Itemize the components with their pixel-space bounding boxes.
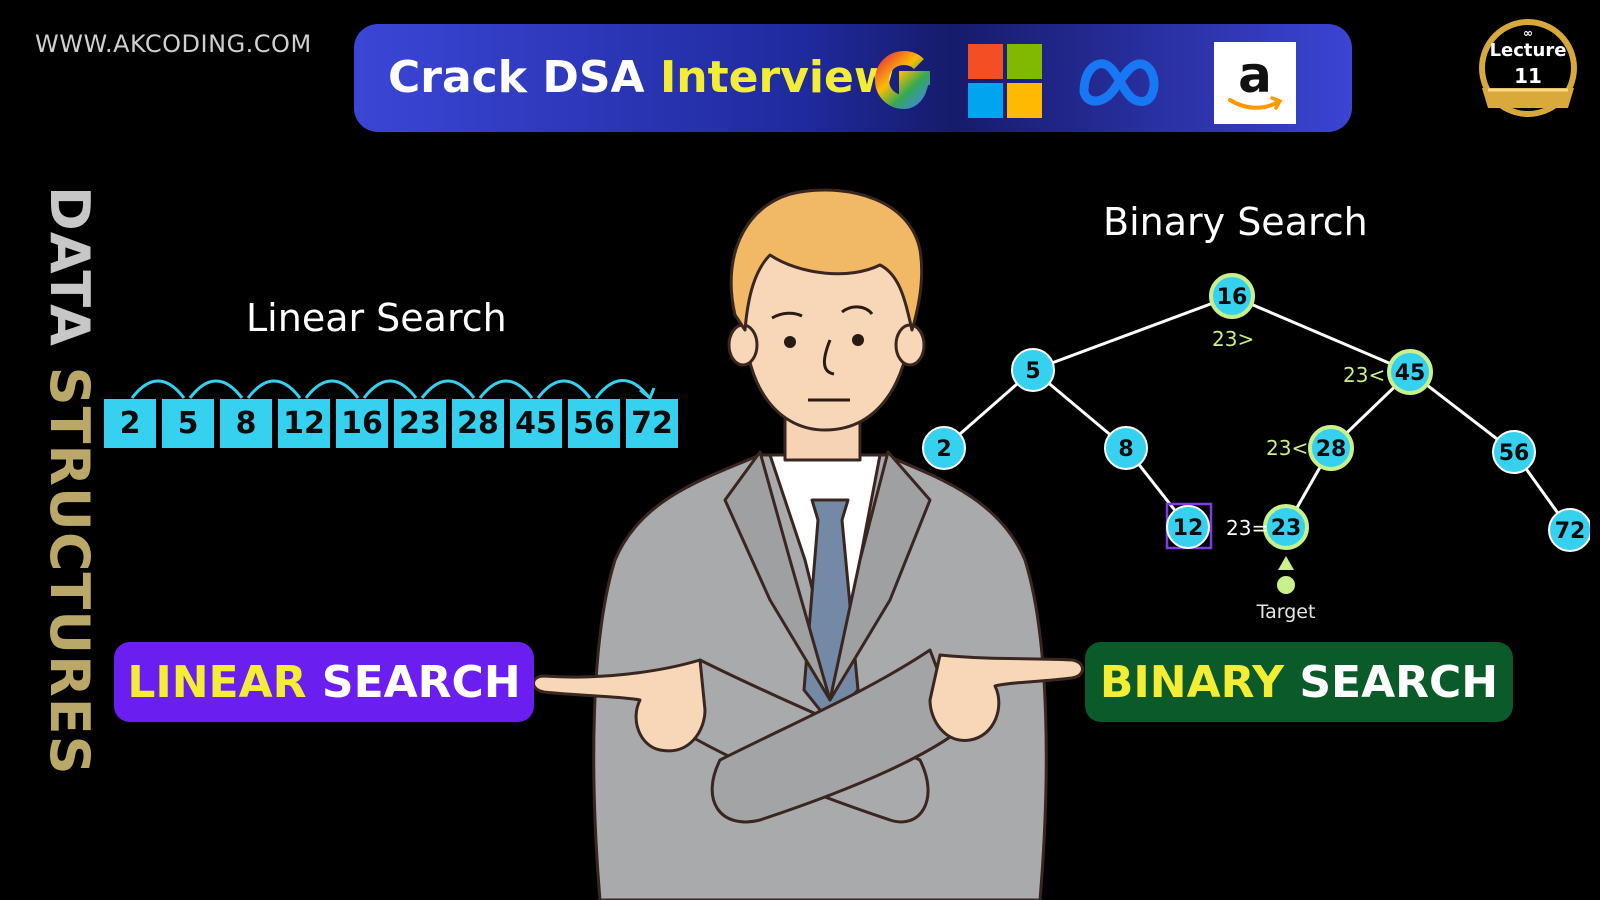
array-cell: 5	[162, 399, 214, 448]
arrow-head-icon	[639, 387, 656, 401]
badge-number: 11	[1514, 64, 1542, 88]
infinity-icon: ∞	[1523, 26, 1533, 40]
linear-button-word1: LINEAR	[127, 656, 307, 708]
svg-text:2: 2	[936, 437, 951, 462]
banner-title-part1: Crack DSA	[388, 52, 645, 103]
banner-title-part2: Interview	[659, 52, 895, 103]
tree-node: 5	[1011, 348, 1055, 392]
target-label: Target	[1256, 601, 1316, 623]
tree-node: 12	[1166, 505, 1210, 549]
target-arrow-icon	[1278, 556, 1294, 570]
array-cell: 56	[568, 399, 620, 448]
svg-text:12: 12	[1173, 516, 1204, 541]
tree-node: 28	[1308, 425, 1354, 471]
title-banner: Crack DSA Interview a	[354, 24, 1352, 132]
comparison-label: 23>	[1212, 327, 1254, 351]
svg-text:23: 23	[1271, 516, 1302, 541]
comparison-label: 23=	[1226, 516, 1268, 540]
array-cell: 2	[104, 399, 156, 448]
svg-text:5: 5	[1025, 359, 1040, 384]
binary-search-title: Binary Search	[1103, 200, 1368, 244]
binary-search-tree: 16 5 45 2 8 28 56 12	[922, 273, 1590, 623]
banner-title: Crack DSA Interview	[388, 52, 894, 103]
svg-text:72: 72	[1555, 519, 1586, 544]
target-dot-icon	[1277, 576, 1295, 594]
comparison-label: 23<	[1266, 436, 1308, 460]
meta-logo-icon	[1079, 59, 1159, 106]
binary-button-word2: SEARCH	[1299, 656, 1499, 708]
tree-node: 2	[922, 426, 966, 470]
badge-label: Lecture	[1489, 40, 1567, 61]
google-logo-icon	[874, 50, 930, 110]
tree-node: 8	[1104, 426, 1148, 470]
microsoft-logo-icon	[968, 44, 1042, 118]
array-cell: 8	[220, 399, 272, 448]
array-cell: 12	[278, 399, 330, 448]
binary-button-word1: BINARY	[1099, 656, 1284, 708]
array-cell: 72	[626, 399, 678, 448]
svg-text:16: 16	[1217, 285, 1248, 310]
linear-search-title: Linear Search	[246, 296, 507, 340]
svg-text:28: 28	[1316, 437, 1347, 462]
linear-arcs	[130, 379, 656, 401]
amazon-logo-icon: a	[1214, 42, 1296, 124]
linear-array: 2 5 8 12 16 23 28 45 56 72	[104, 399, 684, 448]
site-url: WWW.AKCODING.COM	[35, 30, 312, 58]
side-title-part1: DATA	[38, 186, 101, 347]
lecture-badge: ∞ Lecture 11	[1474, 18, 1582, 126]
linear-button-word2: SEARCH	[321, 656, 521, 708]
tree-node: 45	[1387, 349, 1433, 395]
array-cell: 16	[336, 399, 388, 448]
svg-text:45: 45	[1395, 361, 1426, 386]
tree-node: 16	[1209, 273, 1255, 319]
tree-node: 72	[1548, 508, 1590, 552]
array-cell: 45	[510, 399, 562, 448]
svg-text:56: 56	[1499, 441, 1530, 466]
array-cell: 23	[394, 399, 446, 448]
confused-man-illustration	[532, 188, 1084, 900]
side-title: DATA STRUCTURES	[38, 186, 101, 776]
tree-node: 23	[1263, 504, 1309, 550]
array-cell: 28	[452, 399, 504, 448]
side-title-part2: STRUCTURES	[38, 366, 101, 776]
face-icon	[771, 305, 874, 402]
linear-search-button[interactable]: LINEAR SEARCH	[114, 642, 534, 722]
tree-node: 56	[1492, 430, 1536, 474]
svg-text:8: 8	[1118, 437, 1133, 462]
binary-search-button[interactable]: BINARY SEARCH	[1085, 642, 1513, 722]
comparison-label: 23<	[1343, 363, 1385, 387]
